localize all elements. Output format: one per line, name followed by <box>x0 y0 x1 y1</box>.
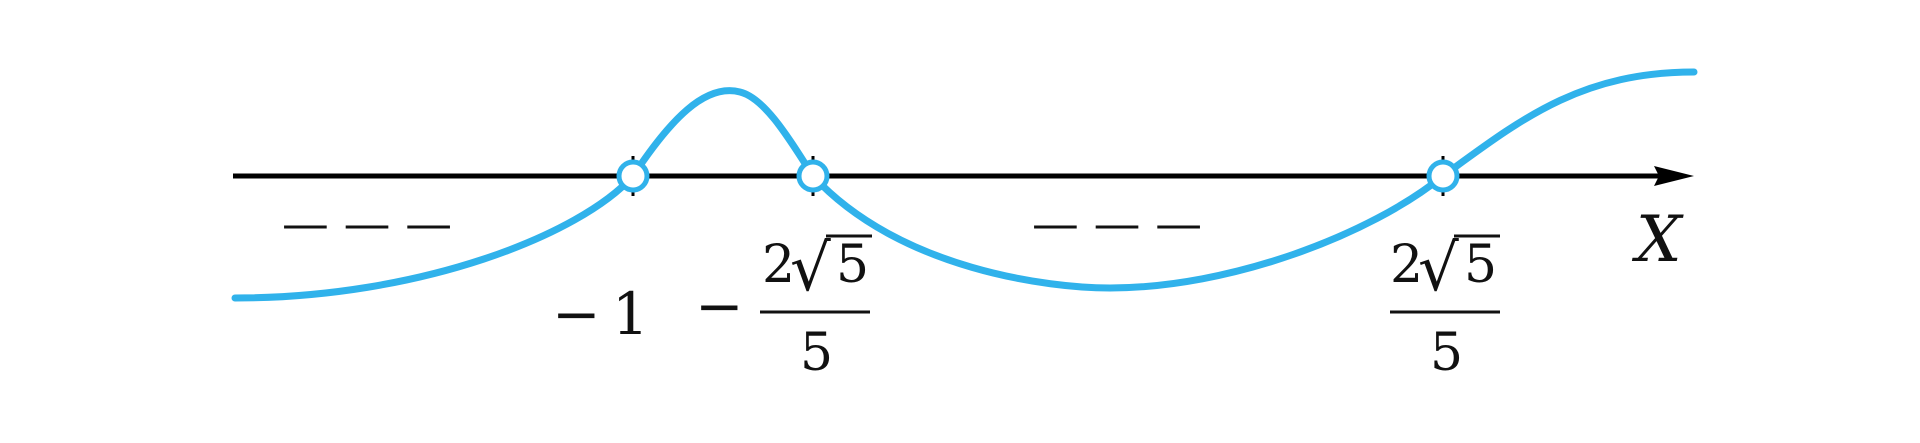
root-label-neg-frac: − 2 √ 5 5 <box>695 232 872 383</box>
root-label-pos-frac: 2 √ 5 5 <box>1390 232 1500 383</box>
root-value: 1 <box>612 280 649 348</box>
fraction-radicand: 5 <box>836 235 869 295</box>
x-axis-label: X <box>1631 203 1684 277</box>
sign-marker-middle: — — — <box>1032 196 1202 250</box>
x-axis-arrowhead <box>1654 166 1694 186</box>
fraction-denominator: 5 <box>1430 323 1463 383</box>
root-point-neg-one <box>616 159 650 193</box>
radical-sign: √ <box>790 232 831 306</box>
root-sign: − <box>695 272 744 340</box>
fraction-radicand: 5 <box>1464 235 1497 295</box>
fraction-coefficient: 2 <box>762 235 795 295</box>
root-label-neg-one: − 1 <box>552 280 649 348</box>
fraction-denominator: 5 <box>800 323 833 383</box>
fraction-coefficient: 2 <box>1390 235 1423 295</box>
root-point-pos-frac <box>1426 159 1460 193</box>
sign-marker-left: — — — <box>282 196 452 250</box>
radical-sign: √ <box>1418 232 1459 306</box>
root-sign: − <box>552 280 601 348</box>
root-point-neg-frac <box>796 159 830 193</box>
